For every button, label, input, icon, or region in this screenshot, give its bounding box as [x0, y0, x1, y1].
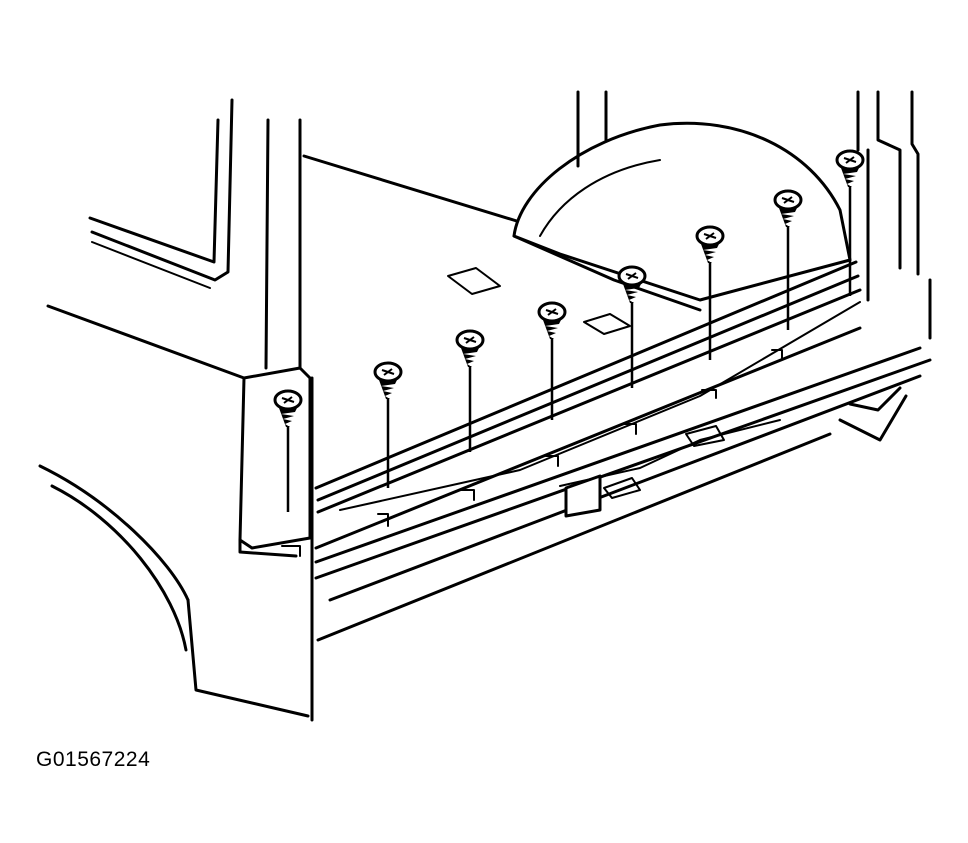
screw-3 — [455, 329, 485, 452]
left-body-side — [38, 304, 310, 718]
screw-2 — [373, 361, 403, 488]
sill-plate — [314, 260, 932, 642]
screw-4 — [537, 301, 567, 420]
figure-id-label: G01567224 — [36, 748, 151, 771]
screw-5 — [617, 265, 647, 388]
screw-7 — [773, 189, 803, 330]
screw-1 — [273, 389, 303, 512]
cargo-floor — [302, 154, 702, 335]
left-door-opening — [88, 98, 234, 289]
screw-8 — [835, 149, 865, 296]
left-pillar — [238, 118, 314, 722]
screw-6 — [695, 225, 725, 360]
rear-step — [838, 386, 908, 442]
screw-set — [273, 149, 865, 512]
right-pillar — [576, 90, 932, 340]
clip-marks — [281, 349, 783, 557]
wheel-house — [512, 121, 852, 302]
